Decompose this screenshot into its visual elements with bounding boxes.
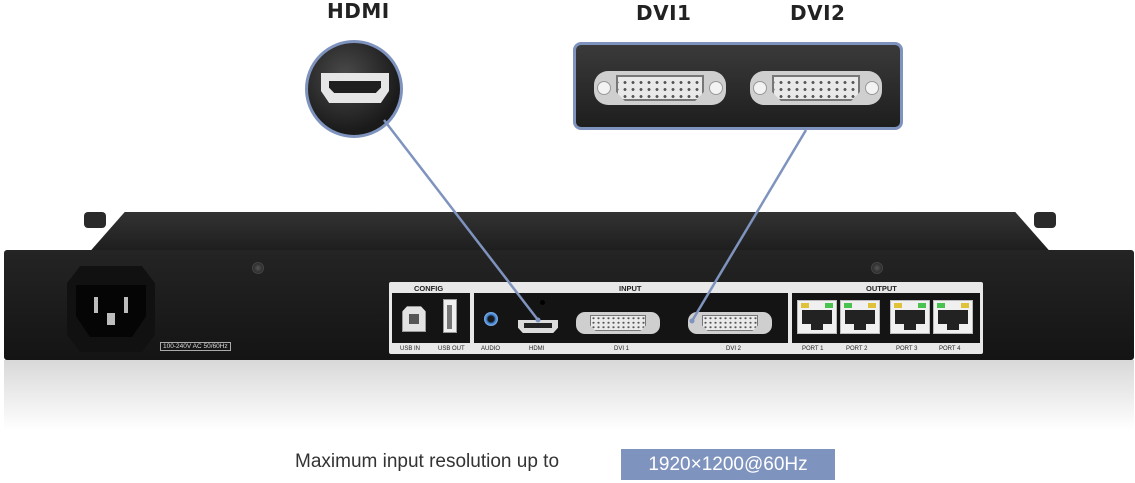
port3-label: PORT 3 [896, 346, 918, 352]
hdmi-port [518, 320, 558, 333]
dvi1-port-zoom [594, 71, 726, 105]
device-reflection [4, 360, 1134, 430]
output-port-4 [933, 300, 973, 334]
dvi1-label: DVI 1 [614, 346, 630, 352]
config-title: CONFIG [414, 284, 444, 293]
screw-icon [252, 262, 264, 274]
output-port-3 [890, 300, 930, 334]
hdmi-zoom-callout [305, 40, 403, 138]
device-top [86, 212, 1054, 256]
usb-out-label: USB OUT [438, 346, 465, 352]
hdmi-callout-label: HDMI [327, 0, 390, 23]
output-port-1 [797, 300, 837, 334]
input-title: INPUT [619, 284, 642, 293]
hdmi-label: HDMI [529, 346, 545, 352]
output-title: OUTPUT [866, 284, 897, 293]
power-socket [76, 285, 146, 337]
dvi-zoom-callout [573, 42, 903, 130]
usb-out-port [443, 299, 457, 333]
dvi1-callout-label: DVI1 [636, 1, 692, 25]
indicator-dot [540, 300, 545, 305]
dvi2-callout-label: DVI2 [790, 1, 846, 25]
resolution-badge: 1920×1200@60Hz [621, 449, 835, 480]
dvi2-port-zoom [750, 71, 882, 105]
audio-port [484, 312, 498, 326]
output-port-2 [840, 300, 880, 334]
port2-label: PORT 2 [846, 346, 868, 352]
dvi1-port [576, 312, 660, 334]
screw-icon [871, 262, 883, 274]
hdmi-port-zoom [321, 73, 389, 103]
power-rating-label: 100-240V AC 50/60Hz [160, 342, 231, 351]
usb-in-label: USB IN [400, 346, 421, 352]
rack-ear-right [1034, 212, 1056, 228]
usb-in-port [402, 306, 426, 332]
dvi2-label: DVI 2 [726, 346, 742, 352]
rack-ear-left [84, 212, 106, 228]
resolution-caption: Maximum input resolution up to [295, 451, 560, 472]
audio-label: AUDIO [481, 346, 501, 352]
dvi2-port [688, 312, 772, 334]
port4-label: PORT 4 [939, 346, 961, 352]
port1-label: PORT 1 [802, 346, 824, 352]
